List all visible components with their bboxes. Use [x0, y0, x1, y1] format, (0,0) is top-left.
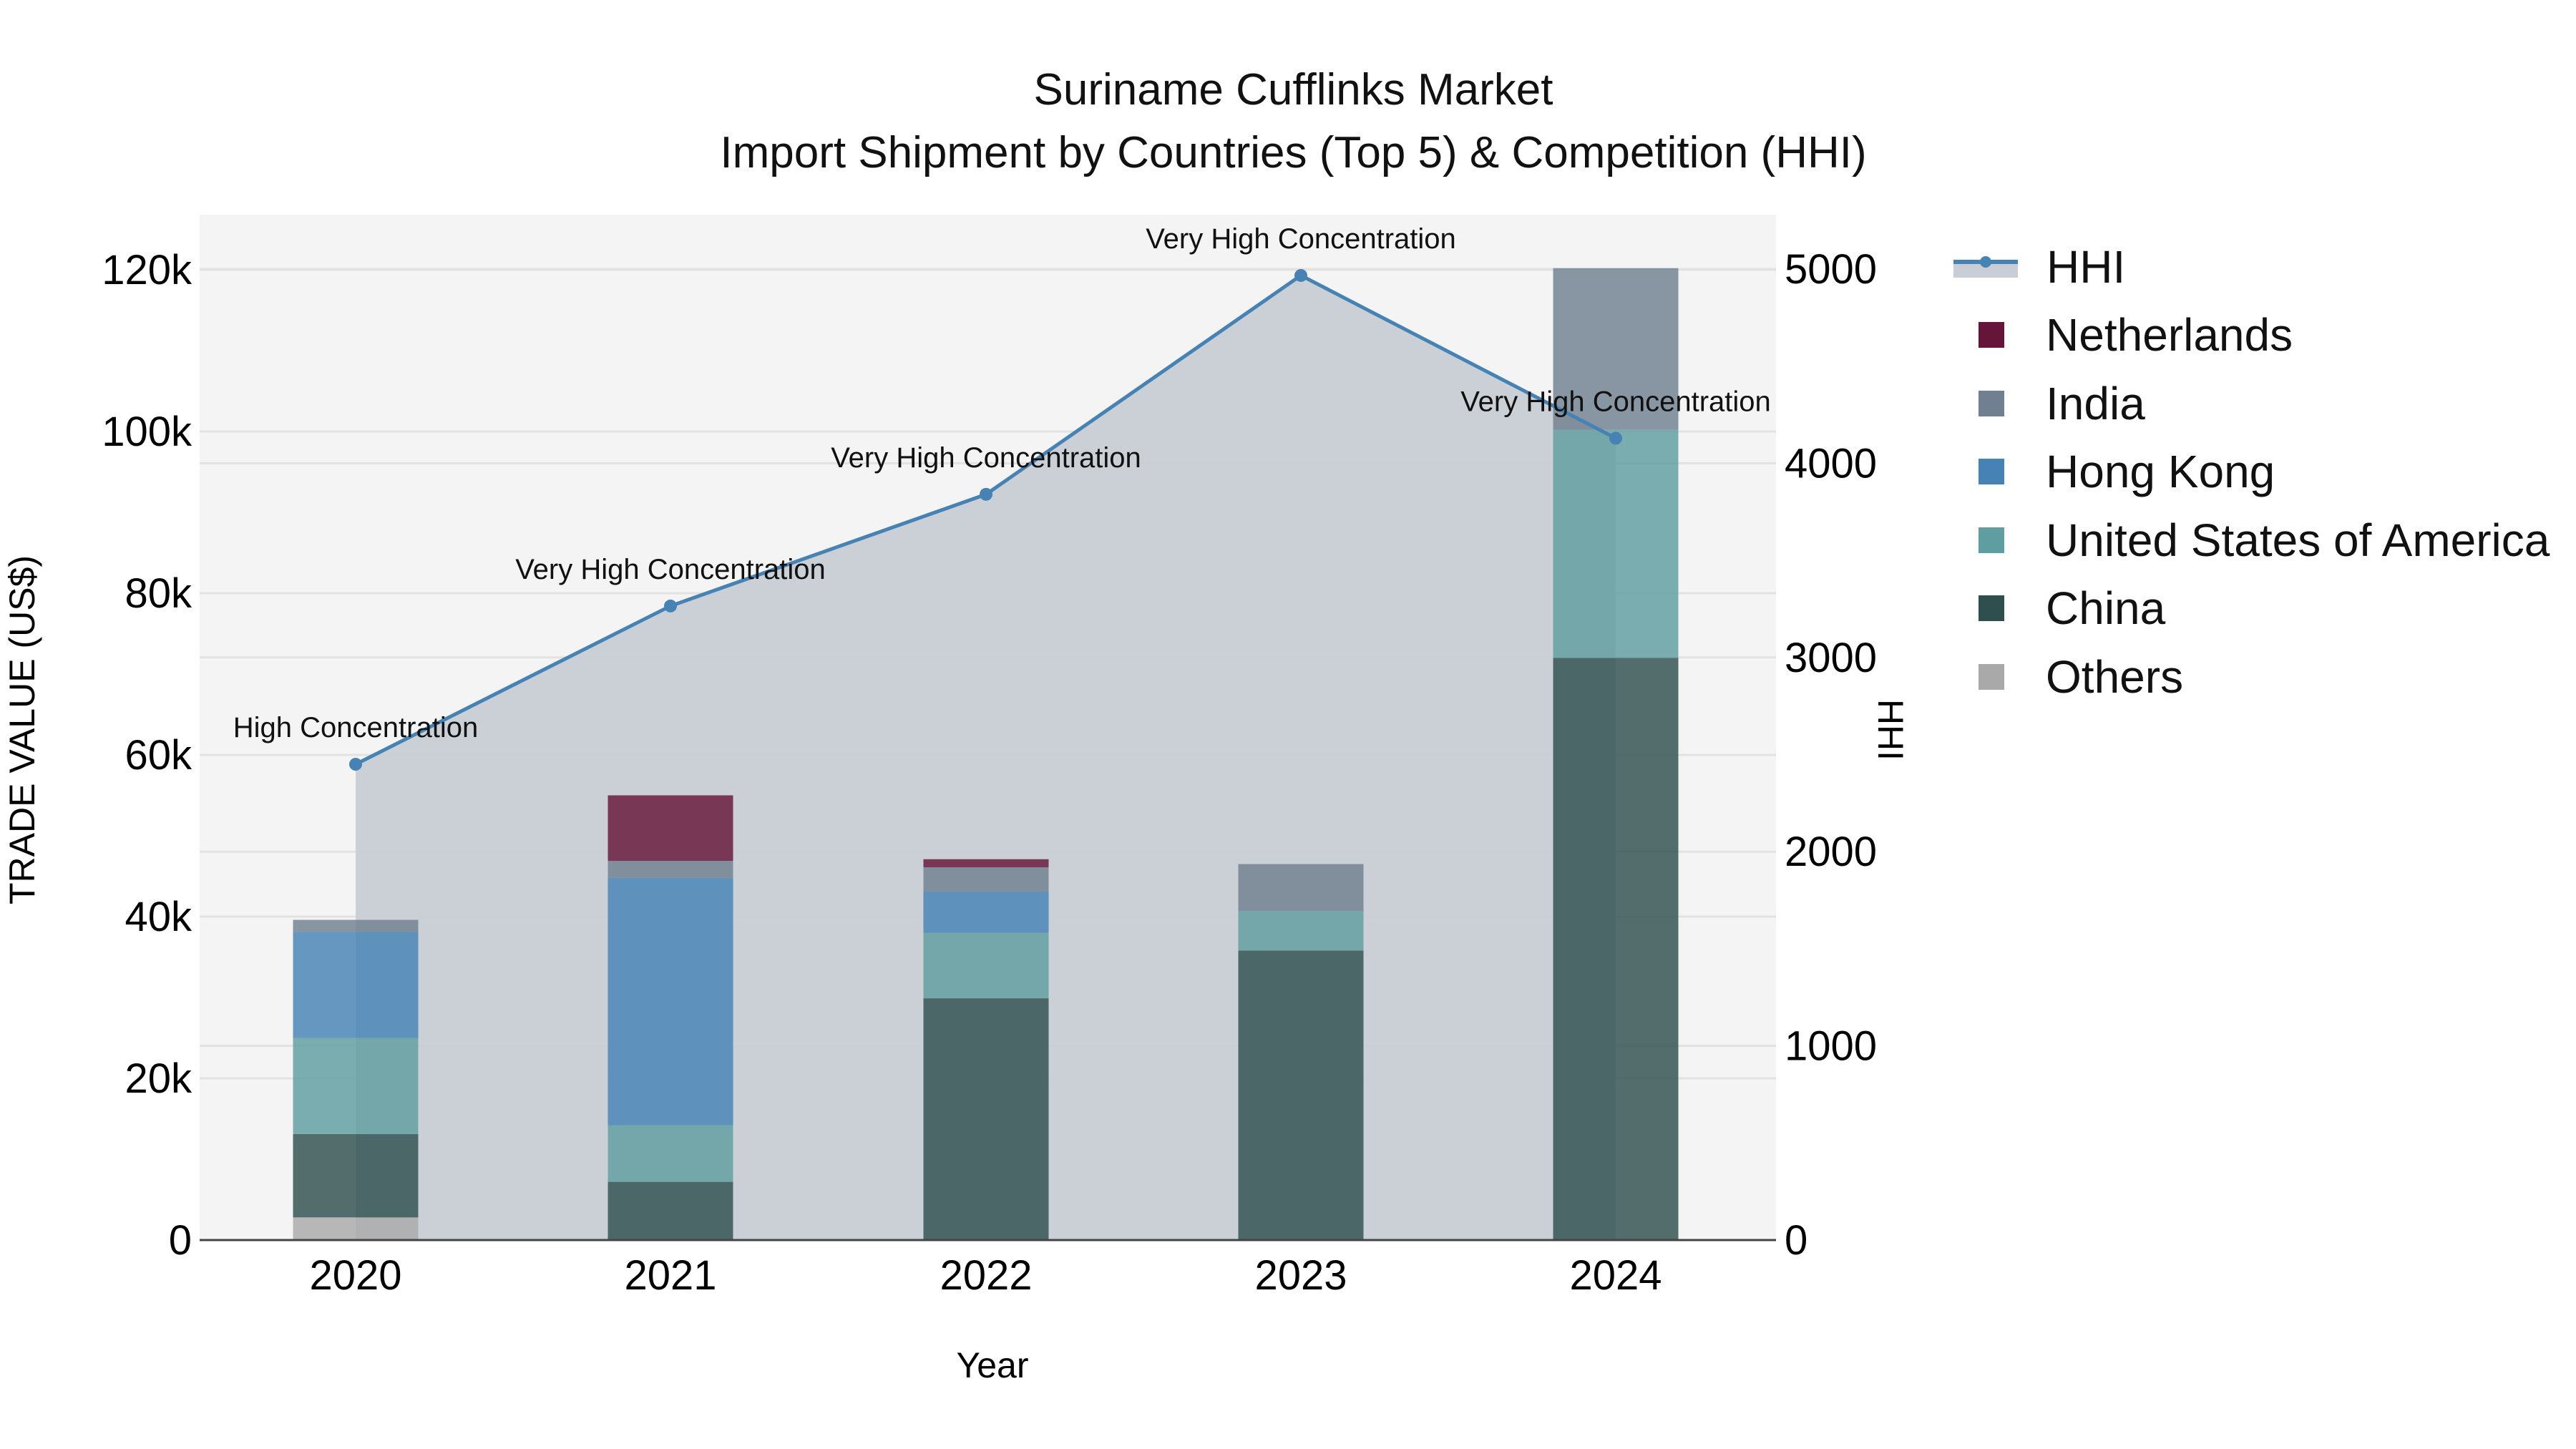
hhi-marker[interactable]	[1609, 431, 1622, 445]
legend-label: Netherlands	[2046, 309, 2293, 361]
x-tick-label: 2024	[1569, 1252, 1662, 1299]
bar-segment-india[interactable]	[293, 919, 419, 932]
y-right-axis-title: HHI	[1870, 699, 1911, 761]
hhi-annotation-label: Very High Concentration	[1460, 386, 1771, 417]
bar-segment-united-states-of-america[interactable]	[1238, 911, 1364, 951]
chart-subtitle: Import Shipment by Countries (Top 5) & C…	[720, 128, 1867, 177]
y-left-tick-label: 120k	[102, 247, 192, 293]
bar-segment-china[interactable]	[1238, 950, 1364, 1240]
bar-segment-india[interactable]	[608, 861, 733, 878]
x-ticks: 2020 2021 2022 2023 2024	[309, 1252, 1662, 1299]
legend-label: China	[2046, 582, 2166, 635]
x-tick-label: 2020	[309, 1252, 401, 1299]
hhi-marker[interactable]	[1294, 268, 1307, 282]
y-right-tick-label: 5000	[1785, 246, 1877, 293]
y-right-tick-label: 1000	[1785, 1023, 1877, 1070]
bar-segment-china[interactable]	[293, 1133, 419, 1218]
legend-item-china[interactable]: China	[1946, 575, 2550, 643]
color-swatch-icon	[1979, 390, 2004, 416]
legend-item-hong-kong[interactable]: Hong Kong	[1946, 438, 2550, 507]
color-swatch-icon	[1979, 595, 2004, 622]
color-swatch-icon	[1979, 322, 2004, 348]
bar-segment-netherlands[interactable]	[923, 859, 1049, 868]
y-left-tick-label: 20k	[125, 1055, 192, 1102]
bar-segment-china[interactable]	[608, 1181, 733, 1240]
hhi-annotation-label: Very High Concentration	[831, 442, 1141, 474]
legend-label: Hong Kong	[2046, 446, 2275, 498]
bar-segment-others[interactable]	[293, 1217, 419, 1240]
hhi-annotation-label: Very High Concentration	[1146, 223, 1456, 255]
color-swatch-icon	[1979, 459, 2004, 485]
bar-segment-hong-kong[interactable]	[608, 877, 733, 1126]
y-right-tick-label: 2000	[1785, 829, 1877, 875]
bar-segment-hong-kong[interactable]	[293, 932, 419, 1038]
bar-segment-united-states-of-america[interactable]	[293, 1038, 419, 1134]
x-tick-label: 2022	[940, 1252, 1032, 1299]
y-left-tick-label: 60k	[125, 732, 192, 779]
legend-label: United States of America	[2046, 514, 2550, 566]
bar-segment-netherlands[interactable]	[608, 795, 733, 862]
hhi-annotation-label: High Concentration	[233, 712, 478, 743]
bar-segment-india[interactable]	[923, 867, 1049, 892]
hhi-annotations: High Concentration Very High Concentratio…	[233, 223, 1771, 743]
bar-segment-united-states-of-america[interactable]	[1553, 429, 1679, 658]
bar-segment-india[interactable]	[1238, 864, 1364, 912]
legend-item-india[interactable]: India	[1946, 369, 2550, 438]
hhi-marker[interactable]	[349, 758, 362, 771]
color-swatch-icon	[1979, 663, 2004, 690]
bar-segment-india[interactable]	[1553, 268, 1679, 430]
legend-label: India	[2046, 377, 2145, 429]
bar-segment-china[interactable]	[923, 998, 1049, 1240]
y-left-tick-label: 40k	[125, 894, 192, 940]
y-left-tick-label: 0	[169, 1217, 192, 1264]
bar-segment-united-states-of-america[interactable]	[923, 932, 1049, 999]
legend-item-others[interactable]: Others	[1946, 643, 2550, 711]
x-tick-label: 2021	[624, 1252, 716, 1299]
y-right-ticks: 0 1000 2000 3000 4000 5000	[1785, 246, 1877, 1264]
chart-title: Suriname Cufflinks Market	[1033, 65, 1553, 114]
color-swatch-icon	[1979, 527, 2004, 553]
y-right-tick-label: 0	[1785, 1217, 1807, 1264]
x-axis-title: Year	[956, 1345, 1028, 1385]
y-left-ticks: 0 20k 40k 60k 80k 100k 120k	[102, 247, 192, 1264]
bar-segment-hong-kong[interactable]	[923, 891, 1049, 933]
legend-item-hhi[interactable]: HHI	[1946, 233, 2550, 301]
y-right-tick-label: 4000	[1785, 440, 1877, 487]
hhi-annotation-label: Very High Concentration	[515, 554, 826, 585]
hhi-marker[interactable]	[980, 487, 992, 501]
legend-label: HHI	[2046, 240, 2126, 293]
bar-segment-united-states-of-america[interactable]	[608, 1125, 733, 1182]
legend-item-netherlands[interactable]: Netherlands	[1946, 301, 2550, 370]
legend-label: Others	[2046, 650, 2184, 703]
hhi-marker[interactable]	[664, 599, 677, 613]
y-left-axis-title: TRADE VALUE (US$)	[2, 555, 42, 904]
y-right-tick-label: 3000	[1785, 635, 1877, 681]
bar-segment-china[interactable]	[1553, 658, 1679, 1240]
x-tick-label: 2023	[1254, 1252, 1347, 1299]
legend-item-united-states-of-america[interactable]: United States of America	[1946, 506, 2550, 575]
y-left-tick-label: 100k	[102, 409, 192, 455]
line-marker-icon	[1953, 255, 2018, 278]
y-left-tick-label: 80k	[125, 570, 192, 617]
hhi-markers	[349, 268, 1622, 771]
stacked-bars	[293, 268, 1679, 1240]
